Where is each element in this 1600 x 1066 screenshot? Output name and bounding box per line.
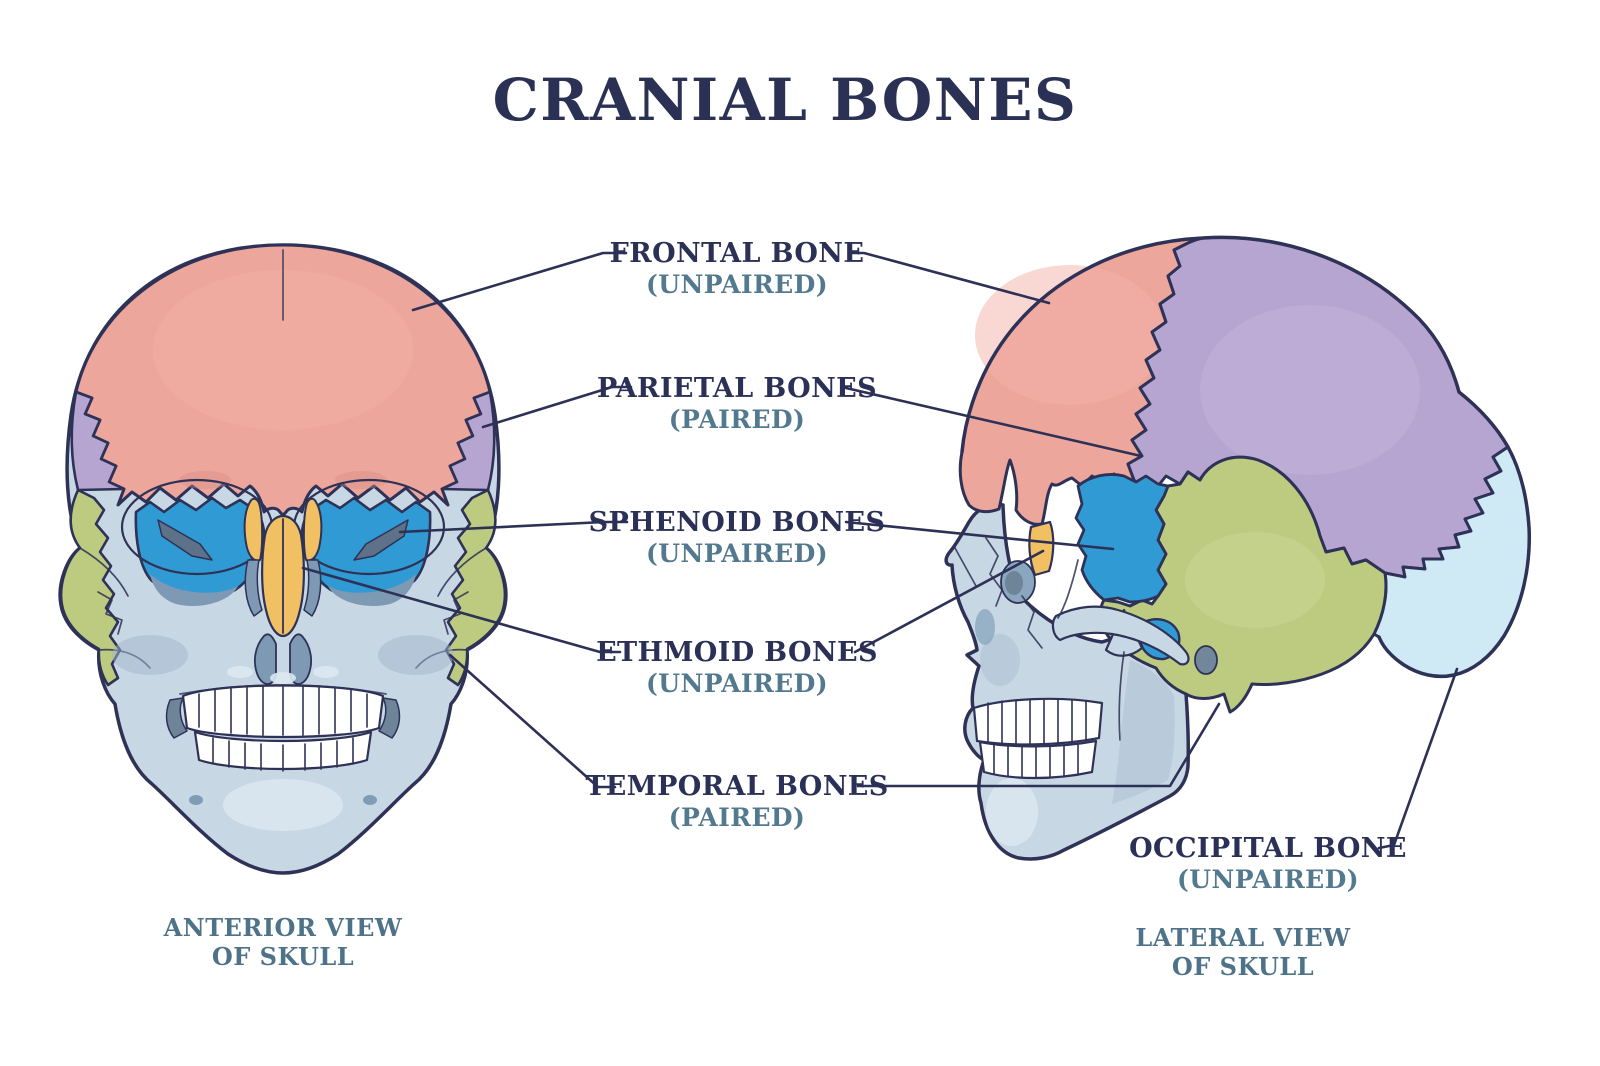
caption-lateral-view: LATERAL VIEW OF SKULL bbox=[1135, 923, 1350, 981]
mouth-corner-left bbox=[165, 697, 188, 739]
frontal-lateral-highlight bbox=[975, 265, 1165, 405]
connector-occipital bbox=[1377, 667, 1459, 850]
label-ethmoid-sub: (UNPAIRED) bbox=[646, 669, 828, 698]
label-parietal-name: PARIETAL BONES bbox=[596, 373, 878, 404]
connector-sphenoid-left bbox=[398, 520, 629, 534]
orbit-shadow-left bbox=[150, 574, 238, 606]
label-ethmoid-name: ETHMOID BONES bbox=[596, 637, 878, 668]
connector-ethmoid-left bbox=[301, 566, 622, 654]
connector-ethmoid-right bbox=[853, 549, 1045, 654]
caption-anterior-line2: OF SKULL bbox=[211, 942, 355, 971]
anterior-skull bbox=[58, 243, 508, 875]
label-frontal-name: FRONTAL BONE bbox=[609, 238, 865, 269]
anterior-face-shading bbox=[112, 635, 454, 831]
temporal-bone-anterior-right bbox=[444, 488, 507, 687]
nostril-left bbox=[253, 633, 277, 685]
lateral-orbit-inner bbox=[1005, 571, 1023, 595]
connector-frontal-left bbox=[411, 251, 628, 312]
parietal-highlight bbox=[1200, 305, 1420, 475]
caption-lateral-line2: OF SKULL bbox=[1171, 952, 1315, 981]
caption-anterior-view: ANTERIOR VIEW OF SKULL bbox=[164, 913, 403, 971]
label-frontal-bone: FRONTAL BONE (UNPAIRED) bbox=[610, 238, 865, 300]
caption-lateral-line1: LATERAL VIEW bbox=[1135, 923, 1351, 952]
temporal-bone-anterior-left bbox=[59, 488, 122, 687]
label-temporal-bones: TEMPORAL BONES (PAIRED) bbox=[585, 771, 888, 833]
zygomatic-arch bbox=[1051, 605, 1190, 666]
connector-frontal-right bbox=[847, 251, 1051, 305]
label-temporal-name: TEMPORAL BONES bbox=[585, 771, 889, 802]
temporal-highlight bbox=[1185, 532, 1325, 628]
mouth-corner-right bbox=[378, 697, 401, 739]
ear-canal bbox=[1194, 645, 1218, 675]
orbit-fissure-right bbox=[353, 519, 409, 561]
page-title: CRANIAL BONES bbox=[492, 66, 1078, 134]
lacrimal-yellow-right bbox=[302, 497, 323, 562]
nostril-right bbox=[289, 633, 313, 685]
lateral-face-shading bbox=[975, 609, 1175, 846]
lacrimal-yellow-left bbox=[243, 497, 264, 562]
anterior-teeth bbox=[165, 684, 401, 772]
label-parietal-sub: (PAIRED) bbox=[668, 405, 806, 434]
label-occipital-bone: OCCIPITAL BONE (UNPAIRED) bbox=[1129, 833, 1407, 895]
label-ethmoid-bones: ETHMOID BONES (UNPAIRED) bbox=[596, 637, 878, 699]
frontal-highlight bbox=[153, 270, 413, 430]
sphenoid-bone-lateral bbox=[1074, 473, 1170, 604]
label-sphenoid-bones: SPHENOID BONES (UNPAIRED) bbox=[589, 507, 886, 569]
connector-temporal-left bbox=[448, 653, 617, 789]
lateral-teeth bbox=[972, 697, 1104, 780]
orbit-fissure-left bbox=[157, 519, 213, 561]
ethmoid-bone-lateral bbox=[1028, 520, 1055, 577]
caption-anterior-line1: ANTERIOR VIEW bbox=[163, 913, 403, 942]
label-sphenoid-sub: (UNPAIRED) bbox=[646, 539, 828, 568]
orbit-shadow-right bbox=[328, 574, 416, 606]
lateral-face-sutures bbox=[954, 537, 1125, 741]
upper-teeth-lateral bbox=[972, 697, 1104, 746]
label-parietal-bones: PARIETAL BONES (PAIRED) bbox=[597, 373, 877, 435]
label-frontal-sub: (UNPAIRED) bbox=[646, 270, 828, 299]
label-occipital-sub: (UNPAIRED) bbox=[1177, 865, 1359, 894]
connector-lines bbox=[301, 251, 1459, 850]
nasal-flank-left bbox=[244, 559, 263, 617]
lower-teeth-lateral bbox=[978, 739, 1098, 780]
connector-parietal-right bbox=[844, 386, 1143, 458]
lateral-skull bbox=[944, 235, 1532, 861]
label-sphenoid-name: SPHENOID BONES bbox=[588, 507, 886, 538]
label-temporal-sub: (PAIRED) bbox=[668, 803, 806, 832]
label-occipital-name: OCCIPITAL BONE bbox=[1129, 833, 1407, 864]
connector-sphenoid-right bbox=[844, 520, 1115, 551]
connector-parietal-left bbox=[481, 385, 633, 429]
connector-temporal-right bbox=[856, 702, 1221, 788]
